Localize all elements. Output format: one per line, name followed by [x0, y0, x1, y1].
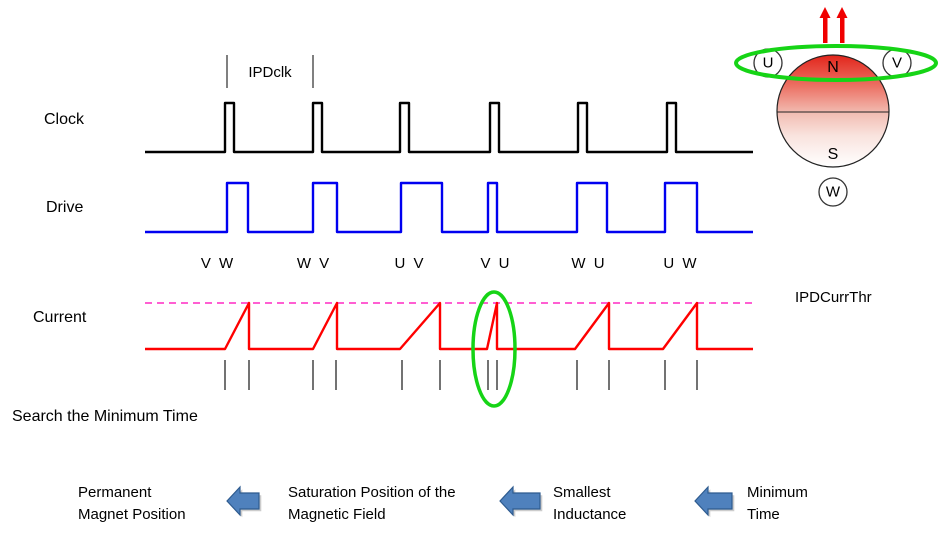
magnet-sense-highlight-ellipse [734, 44, 938, 82]
flow-step-line: Smallest [553, 484, 611, 501]
north-direction-arrows [819, 7, 848, 43]
flow-left-arrow [226, 485, 260, 517]
clock-signal-label: Clock [44, 111, 85, 128]
phase-pair-label: V U [480, 255, 512, 272]
current-signal-label: Current [33, 309, 87, 326]
phase-pair-label: W U [571, 255, 607, 272]
terminal-letter-v: V [891, 54, 903, 72]
current-threshold-label: IPDCurrThr [795, 289, 872, 306]
phase-pair-label: U V [394, 255, 426, 272]
flow-step-line: Time [747, 506, 780, 523]
phase-pair-label: W V [296, 255, 332, 272]
minimum-time-highlight-ellipse [471, 290, 517, 408]
flow-step-line: Inductance [553, 506, 627, 523]
flow-step-line: Magnetic Field [288, 506, 386, 523]
drive-waveform [145, 181, 753, 234]
flow-step-line: Permanent [78, 484, 152, 501]
flow-left-arrow [499, 485, 541, 517]
clock-waveform [145, 101, 753, 154]
phase-pair-label: V W [200, 255, 236, 272]
terminal-circle-w [818, 177, 848, 207]
current-waveform [145, 301, 753, 351]
north-pole-label: N [827, 59, 839, 76]
search-minimum-time-caption: Search the Minimum Time [12, 408, 198, 425]
magnet-rotor [776, 54, 890, 168]
ipdclk-label: IPDclk [248, 64, 292, 81]
flow-step-line: Magnet Position [78, 506, 186, 523]
south-pole-label: S [827, 146, 839, 163]
drive-signal-label: Drive [46, 199, 84, 216]
flow-step-line: Saturation Position of the [288, 484, 456, 501]
terminal-letter-w: W [825, 183, 841, 201]
phase-pair-label: U W [663, 255, 699, 272]
terminal-letter-u: U [762, 54, 774, 72]
flow-left-arrow [694, 485, 733, 517]
flow-step-line: Minimum [747, 484, 808, 501]
